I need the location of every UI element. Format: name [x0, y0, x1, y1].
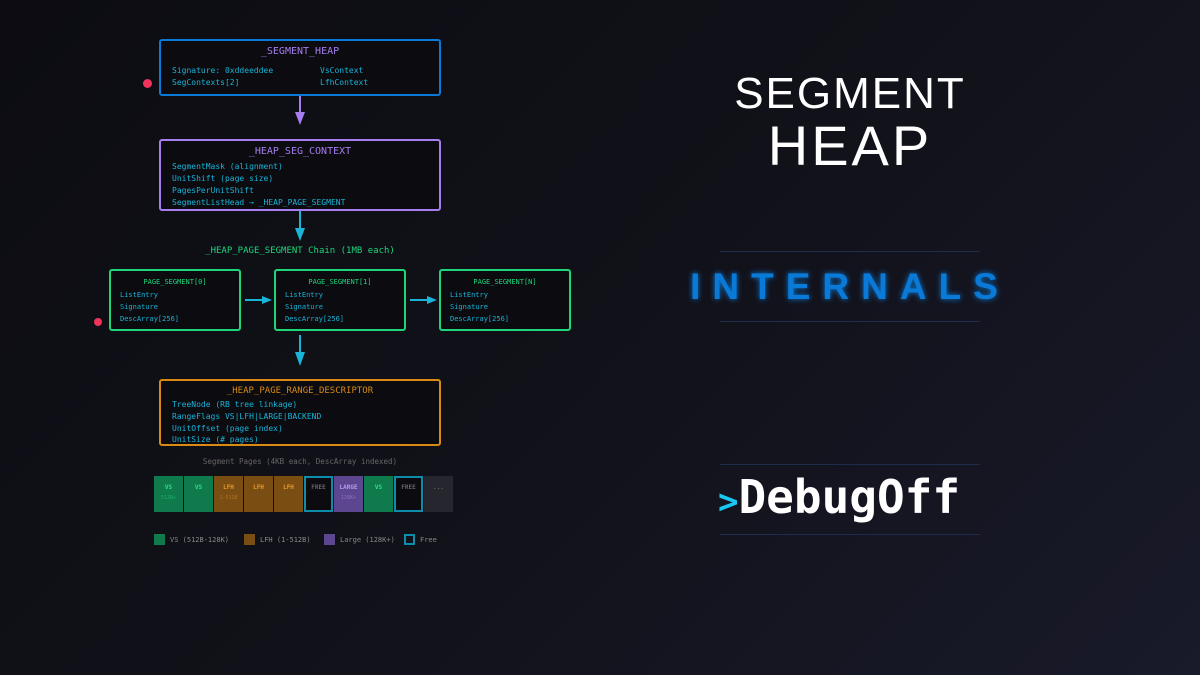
- page-type: LFH: [223, 484, 234, 491]
- brand-logo: >DebugOff: [718, 470, 960, 524]
- legend-swatch: [324, 534, 335, 545]
- field: Signature: [285, 303, 323, 311]
- page-type: VS: [194, 484, 203, 491]
- divider: [720, 534, 980, 535]
- legend-label: LFH (1-512B): [260, 535, 311, 544]
- page-type: LFH: [283, 484, 294, 491]
- seg-context-box: _HEAP_SEG_CONTEXT SegmentMask (alignment…: [159, 139, 441, 211]
- field: SegmentListHead → _HEAP_PAGE_SEGMENT: [172, 198, 346, 207]
- marker-dot: [94, 318, 102, 326]
- field: DescArray[256]: [120, 315, 180, 323]
- seg-context-title: _HEAP_SEG_CONTEXT: [248, 146, 352, 157]
- page-size: 128K+: [340, 495, 357, 501]
- field: TreeNode (RB tree linkage): [172, 400, 298, 409]
- field: ListEntry: [450, 291, 488, 299]
- legend-label: Large (128K+): [340, 535, 395, 544]
- legend-label: Free: [420, 535, 437, 544]
- prompt-icon: >: [718, 482, 739, 522]
- title-line1: SEGMENT: [734, 69, 966, 118]
- field: DescArray[256]: [285, 315, 345, 323]
- page-type: LFH: [253, 484, 264, 491]
- divider: [720, 464, 980, 465]
- page-type: LARGE: [339, 484, 358, 491]
- field: Signature: [450, 303, 488, 311]
- page-segment-title: PAGE_SEGMENT[0]: [143, 278, 207, 286]
- page-segment-title: PAGE_SEGMENT[1]: [308, 278, 372, 286]
- field: ListEntry: [285, 291, 323, 299]
- legend-swatch: [154, 534, 165, 545]
- field: VsContext: [320, 66, 364, 75]
- subtitle: INTERNALS: [690, 266, 1010, 307]
- title-line2: HEAP: [767, 114, 933, 177]
- field: DescArray[256]: [450, 315, 510, 323]
- page-cell-large: LARGE 128K+: [334, 476, 363, 512]
- legend-lfh: LFH (1-512B): [244, 534, 311, 545]
- page-cell-vs: VS: [364, 476, 393, 512]
- segment-heap-box: _SEGMENT_HEAP Signature: 0xddeeddee SegC…: [159, 39, 441, 96]
- arrows: [245, 96, 437, 366]
- field: UnitOffset (page index): [172, 424, 283, 433]
- page-cell-lfh: LFH 1-512B: [214, 476, 243, 512]
- range-descriptor-box: _HEAP_PAGE_RANGE_DESCRIPTOR TreeNode (RB…: [159, 379, 441, 446]
- field: SegContexts[2]: [172, 78, 240, 87]
- range-descriptor-title: _HEAP_PAGE_RANGE_DESCRIPTOR: [226, 386, 374, 396]
- divider: [720, 321, 980, 322]
- page-type: ...: [433, 484, 444, 491]
- page-type: VS: [164, 484, 173, 491]
- chain-label: _HEAP_PAGE_SEGMENT Chain (1MB each): [205, 246, 395, 256]
- field: Signature: [120, 303, 158, 311]
- legend-swatch: [404, 534, 415, 545]
- marker-dot: [143, 79, 152, 88]
- legend-large: Large (128K+): [324, 534, 395, 545]
- legend-vs: VS (512B-128K): [154, 534, 229, 545]
- field: SegmentMask (alignment): [172, 162, 283, 171]
- legend-free: Free: [404, 534, 437, 545]
- page-cell-vs: VS 512B+: [154, 476, 183, 512]
- field: LfhContext: [320, 78, 369, 87]
- legend-swatch: [244, 534, 255, 545]
- page-type: FREE: [401, 484, 416, 491]
- legend-label: VS (512B-128K): [170, 535, 230, 544]
- brand-name: DebugOff: [738, 470, 961, 524]
- page-cell-free: FREE: [394, 476, 423, 512]
- page-size: 512B+: [160, 495, 177, 501]
- page-cell-free: FREE: [304, 476, 333, 512]
- field: ListEntry: [120, 291, 158, 299]
- page-cell-lfh: LFH: [274, 476, 303, 512]
- field: UnitSize (# pages): [172, 435, 259, 444]
- divider: [720, 251, 980, 252]
- page-cell-lfh: LFH: [244, 476, 273, 512]
- page-cell-more: ...: [424, 476, 453, 512]
- page-cell-vs: VS: [184, 476, 213, 512]
- field: PagesPerUnitShift: [172, 186, 254, 195]
- page-type: VS: [374, 484, 383, 491]
- pages-label: Segment Pages (4KB each, DescArray index…: [202, 457, 398, 466]
- page-segment-title: PAGE_SEGMENT[N]: [473, 278, 537, 286]
- field: RangeFlags VS|LFH|LARGE|BACKEND: [172, 412, 322, 421]
- page-size: 1-512B: [219, 495, 238, 501]
- page-type: FREE: [311, 484, 326, 491]
- field: Signature: 0xddeeddee: [172, 66, 274, 75]
- segment-heap-title: _SEGMENT_HEAP: [260, 46, 340, 57]
- field: UnitShift (page size): [172, 174, 274, 183]
